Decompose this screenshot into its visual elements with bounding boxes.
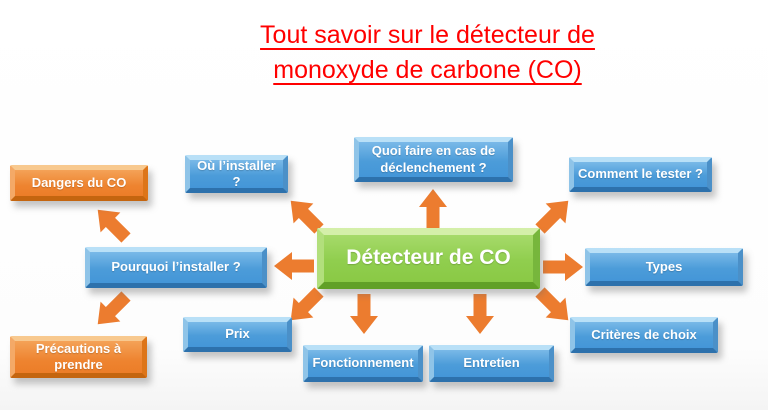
page-title-line2: monoxyde de carbone (CO) — [273, 56, 582, 84]
node-label: Détecteur de CO — [346, 246, 511, 270]
node-entretien: Entretien — [429, 345, 554, 382]
node-pourquoi-installer: Pourquoi l’installer ? — [85, 247, 267, 288]
page-title: Tout savoir sur le détecteur de monoxyde… — [60, 18, 768, 88]
node-criteres-de-choix: Critères de choix — [570, 317, 718, 353]
page-title-line1: Tout savoir sur le détecteur de — [260, 21, 595, 49]
node-label: Types — [645, 258, 683, 274]
node-label: Précautions à prendre — [35, 340, 122, 372]
node-dangers-du-co: Dangers du CO — [10, 165, 148, 201]
node-label: Pourquoi l’installer ? — [111, 259, 241, 275]
node-label: Dangers du CO — [31, 174, 127, 190]
node-quoi-faire: Quoi faire en cas de déclenchement ? — [354, 137, 513, 182]
arrow-to-precautions-icon — [87, 286, 136, 335]
node-label: Quoi faire en cas de déclenchement ? — [371, 143, 496, 175]
arrow-right-icon — [543, 253, 583, 281]
node-fonctionnement: Fonctionnement — [303, 345, 423, 382]
node-types: Types — [585, 248, 743, 286]
node-label: Comment le tester ? — [578, 166, 703, 182]
node-ou-installer: Où l’installer ? — [185, 155, 288, 193]
arrow-up-icon — [419, 189, 447, 229]
node-label: Entretien — [463, 355, 520, 371]
node-label: Critères de choix — [591, 326, 697, 342]
node-label: Où l’installer ? — [197, 157, 276, 189]
node-prix: Prix — [183, 317, 292, 352]
arrow-down-icon — [466, 294, 494, 334]
node-comment-tester: Comment le tester ? — [569, 157, 712, 192]
arrow-to-dangers-icon — [87, 199, 136, 248]
node-precautions: Précautions à prendre — [10, 336, 147, 378]
node-label: Prix — [225, 326, 250, 342]
node-label: Fonctionnement — [312, 355, 414, 371]
node-detecteur-de-co: Détecteur de CO — [317, 228, 540, 289]
arrow-down-icon — [350, 294, 378, 334]
arrow-left-icon — [274, 252, 314, 280]
